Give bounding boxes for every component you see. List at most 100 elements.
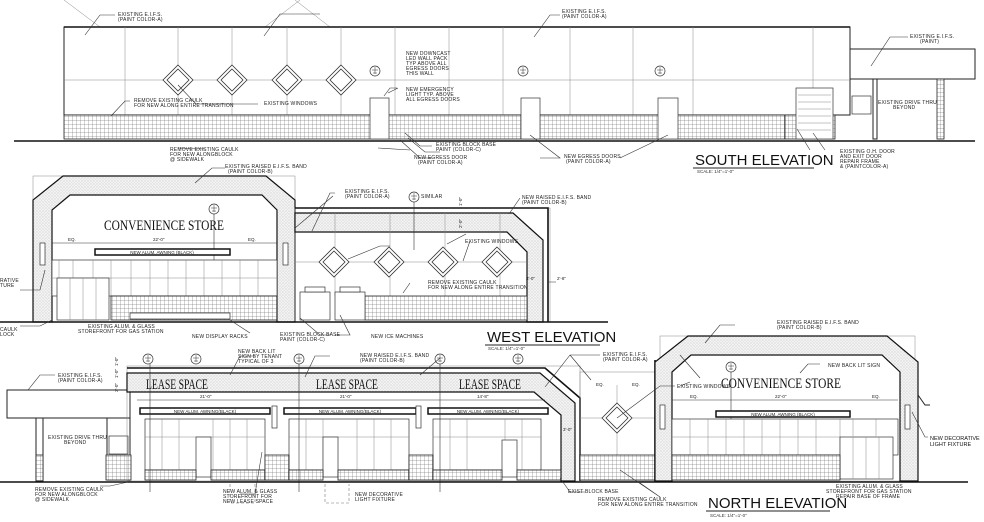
egress-door <box>657 97 679 140</box>
svg-text:STOREFRONT FOR GAS STATION: STOREFRONT FOR GAS STATION <box>826 489 912 495</box>
emergency-light-icon <box>190 353 202 365</box>
svg-text:EXISTING E.I.F.S.: EXISTING E.I.F.S. <box>562 9 606 15</box>
lease-awning <box>139 407 271 415</box>
window-diamond <box>162 64 194 96</box>
north-notes: EXISTING E.I.F.S. (PAINT COLOR-A) NEW BA… <box>35 320 980 508</box>
svg-text:@ SIDEWALK: @ SIDEWALK <box>35 497 70 503</box>
west-elevation-scale: SCALE: 1/4"=1'-0" <box>488 346 525 351</box>
svg-text:FOR NEW ALONGBLOCK: FOR NEW ALONGBLOCK <box>35 492 98 498</box>
svg-text:(PAINT): (PAINT) <box>920 39 939 45</box>
north-elevation-title: NORTH ELEVATION <box>708 495 847 512</box>
emergency-light-icon <box>408 191 420 203</box>
svg-text:EXISTING WINDOWS: EXISTING WINDOWS <box>465 239 519 245</box>
decorative-light-icon <box>415 405 422 429</box>
window-diamond <box>271 64 303 96</box>
lease-door <box>501 439 518 478</box>
svg-text:EQ.: EQ. <box>872 394 880 399</box>
ice-machine <box>334 291 366 321</box>
emergency-light-icon <box>725 361 737 373</box>
svg-text:(PAINT COLOR-A): (PAINT COLOR-A) <box>118 17 163 23</box>
svg-text:(PAINT COLOR-B): (PAINT COLOR-B) <box>228 169 273 175</box>
svg-text:EXISTING E.I.F.S.: EXISTING E.I.F.S. <box>910 34 954 40</box>
window-diamond <box>481 246 513 278</box>
svg-text:EXISTING RAISED E.I.F.S. BAND: EXISTING RAISED E.I.F.S. BAND <box>225 164 307 170</box>
svg-text:NEW BACK LIT: NEW BACK LIT <box>238 349 276 355</box>
svg-text:FOR NEW ALONG ENTIRE TRANSITIO: FOR NEW ALONG ENTIRE TRANSITION <box>134 103 234 109</box>
svg-text:EXISTING ALUM. & GLASS: EXISTING ALUM. & GLASS <box>836 484 903 490</box>
svg-text:FOR NEW ALONGBLOCK: FOR NEW ALONGBLOCK <box>170 152 233 158</box>
decorative-light-icon <box>282 242 289 266</box>
svg-text:EXISTING WINDOWS: EXISTING WINDOWS <box>264 101 318 107</box>
svg-text:EXISTING DRIVE THRU: EXISTING DRIVE THRU <box>48 435 107 441</box>
svg-text:EQ.: EQ. <box>632 382 640 387</box>
egress-door <box>369 97 390 140</box>
svg-text:EXISTING O.H. DOOR: EXISTING O.H. DOOR <box>840 149 895 155</box>
svg-text:2'-0": 2'-0" <box>458 219 463 228</box>
svg-text:LED WALL PACK: LED WALL PACK <box>406 56 448 62</box>
svg-text:EXISTING WINDOWS: EXISTING WINDOWS <box>677 384 731 390</box>
west-elevation: CONVENIENCE STORE EQ. 22'-0" EQ. NEW ALU… <box>0 164 616 351</box>
north-store-eifs-band <box>654 335 919 482</box>
svg-text:2'-8": 2'-8" <box>557 276 566 281</box>
south-elevation: EXISTING E.I.F.S. (PAINT COLOR-A) EXISTI… <box>14 0 976 174</box>
svg-text:NEW EGRESS DOORS: NEW EGRESS DOORS <box>564 154 621 160</box>
svg-text:CAULK: CAULK <box>0 327 18 333</box>
decorative-light-icon <box>904 404 911 430</box>
svg-text:NEW BACK LIT SIGN: NEW BACK LIT SIGN <box>828 363 880 369</box>
svg-text:NEW RAISED E.I.F.S. BAND: NEW RAISED E.I.F.S. BAND <box>360 353 429 359</box>
svg-text:NEW ALUM. AWNING(BLACK): NEW ALUM. AWNING(BLACK) <box>174 409 237 414</box>
west-store-sign: CONVENIENCE STORE <box>104 218 224 234</box>
svg-text:NEW ALUM. AWNING(BLACK): NEW ALUM. AWNING(BLACK) <box>457 409 520 414</box>
svg-text:REMOVE EXISTING CAULK: REMOVE EXISTING CAULK <box>170 147 239 153</box>
svg-text:ALL EGRESS DOORS: ALL EGRESS DOORS <box>406 97 460 103</box>
emergency-light-icon <box>293 353 305 365</box>
ice-machine <box>299 291 331 321</box>
south-notes: EXISTING E.I.F.S. (PAINT COLOR-A) EXISTI… <box>118 9 954 170</box>
svg-text:STOREFRONT FOR: STOREFRONT FOR <box>223 494 272 500</box>
emergency-light-icon <box>517 65 529 77</box>
svg-text:PAINT (COLOR-C): PAINT (COLOR-C) <box>280 337 325 343</box>
lease-sign: LEASE SPACE <box>146 377 208 393</box>
svg-text:21'-0": 21'-0" <box>200 394 212 399</box>
lease-door <box>195 436 212 478</box>
svg-text:TYPICAL OF 3: TYPICAL OF 3 <box>238 359 274 365</box>
svg-text:BEYOND: BEYOND <box>893 105 916 111</box>
svg-text:EXISTING RAISED E.I.F.S. BAND: EXISTING RAISED E.I.F.S. BAND <box>777 320 859 326</box>
svg-text:& (PAINTCOLOR-A): & (PAINTCOLOR-A) <box>840 164 889 170</box>
svg-text:SIMILAR: SIMILAR <box>421 194 443 200</box>
decorative-light-icon <box>659 404 666 430</box>
svg-text:LIGHT FIXTURE: LIGHT FIXTURE <box>355 497 395 503</box>
west-notes: EXISTING RAISED E.I.F.S. BAND (PAINT COL… <box>0 164 591 343</box>
svg-text:THIS WALL: THIS WALL <box>406 71 434 77</box>
svg-text:(PAINT COLOR-A): (PAINT COLOR-A) <box>58 378 103 384</box>
overhead-door <box>795 87 834 140</box>
svg-text:3'-0": 3'-0" <box>114 383 119 392</box>
svg-text:(PAINT COLOR-A): (PAINT COLOR-A) <box>418 160 463 166</box>
lease-sign: LEASE SPACE <box>459 377 521 393</box>
window-diamond <box>325 64 357 96</box>
svg-text:(PAINT COLOR-A): (PAINT COLOR-A) <box>345 194 390 200</box>
drive-thru-canopy <box>849 48 976 80</box>
svg-text:EQ.: EQ. <box>68 237 76 242</box>
svg-text:LIGHT TYP. ABOVE: LIGHT TYP. ABOVE <box>406 92 454 98</box>
new-decorative-light-note: NEW DECORATIVE <box>930 436 980 442</box>
svg-text:RATIVE: RATIVE <box>0 278 19 284</box>
svg-text:NEW DOWNCAST: NEW DOWNCAST <box>406 51 451 57</box>
emergency-light-icon <box>654 65 666 77</box>
svg-text:TYP ABOVE ALL: TYP ABOVE ALL <box>406 61 447 67</box>
svg-text:EQ.: EQ. <box>596 382 604 387</box>
svg-text:FOR NEW ALONG ENTIRE TRANSITIO: FOR NEW ALONG ENTIRE TRANSITION <box>598 502 698 508</box>
svg-text:AND EXIT DOOR: AND EXIT DOOR <box>840 154 882 160</box>
north-entry-doors <box>839 436 894 480</box>
svg-text:PAINT (COLOR-C): PAINT (COLOR-C) <box>436 147 481 153</box>
svg-text:3'-0": 3'-0" <box>563 427 572 432</box>
svg-text:(PAINT COLOR-B): (PAINT COLOR-B) <box>777 325 822 331</box>
window-diamond <box>373 246 405 278</box>
north-drive-thru-canopy <box>6 389 131 419</box>
svg-text:EXISTING E.I.F.S.: EXISTING E.I.F.S. <box>118 12 162 18</box>
svg-text:EXISTING DRIVE THRU: EXISTING DRIVE THRU <box>878 100 937 106</box>
svg-text:LOCK: LOCK <box>0 332 15 338</box>
decorative-light-icon <box>39 242 46 266</box>
svg-text:FOR NEW ALONG ENTIRE TRANSITIO: FOR NEW ALONG ENTIRE TRANSITION <box>428 285 528 291</box>
